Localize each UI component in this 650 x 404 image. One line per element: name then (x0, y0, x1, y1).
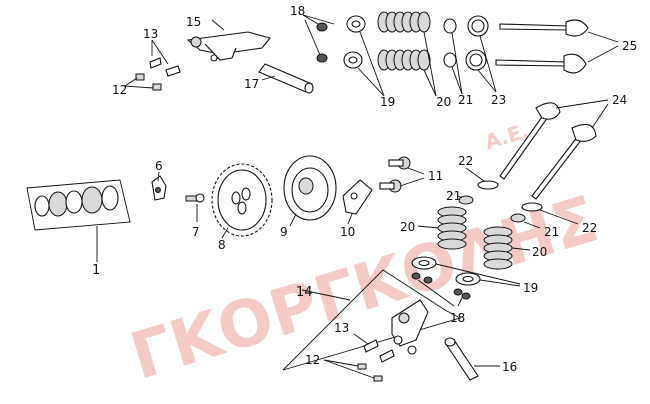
callout-21-a: 21 (446, 189, 461, 203)
callout-18-b: 18 (450, 311, 465, 325)
callout-10: 10 (340, 225, 355, 239)
watermark: ΓΚΟΡΓΚΟΛΗΣ Α.Ε. (123, 118, 607, 394)
callout-12-b: 12 (305, 353, 320, 367)
springs-middle-left (437, 206, 467, 250)
callout-22-a: 22 (458, 154, 473, 168)
callout-23: 23 (491, 93, 506, 107)
callout-labels: 1 6 7 8 9 10 11 12 13 14 15 16 17 18 19 … (92, 4, 637, 374)
cam-sprocket-part (211, 163, 273, 239)
rocker-assembly-lower-part (282, 269, 462, 382)
callout-6: 6 (155, 159, 163, 173)
callout-20-a: 20 (400, 220, 415, 234)
callout-12-top: 12 (112, 83, 127, 97)
callout-21-b: 21 (544, 225, 559, 239)
callout-8: 8 (218, 238, 226, 252)
callout-13-b: 13 (334, 321, 349, 335)
rocker-shaft-lower-part (444, 337, 500, 381)
springs-middle-right (483, 226, 513, 270)
callout-17: 17 (244, 77, 259, 91)
callout-19-b: 19 (523, 281, 538, 295)
bolt-part (185, 193, 205, 222)
callout-15: 15 (186, 15, 201, 29)
valves-24-part (499, 99, 609, 200)
callout-13-top: 13 (143, 27, 158, 41)
callout-21-top: 21 (458, 93, 473, 107)
rocker-shaft-top-part (258, 63, 314, 94)
decompressor-arm-part (151, 171, 167, 201)
valves-top (495, 19, 589, 74)
callout-19-top: 19 (380, 95, 395, 109)
bolts-11-part (379, 156, 425, 193)
callout-20-top: 20 (436, 95, 451, 109)
springs-top (377, 11, 431, 71)
valve-train-middle-part (417, 167, 579, 270)
callout-25: 25 (622, 39, 637, 53)
cam-plate-part (283, 155, 337, 227)
valve-train-top-part (302, 11, 619, 97)
adjust-screws-top-part (124, 39, 181, 91)
callout-20-b: 20 (532, 245, 547, 259)
rocker-arm-top-part (186, 19, 271, 62)
callout-1: 1 (92, 263, 100, 278)
valve-train-lower-part (411, 256, 521, 307)
callout-16: 16 (502, 360, 517, 374)
callout-9: 9 (280, 225, 288, 239)
callout-11: 11 (428, 169, 443, 183)
callout-24: 24 (612, 93, 627, 107)
callout-14: 14 (296, 285, 313, 300)
callout-7: 7 (192, 225, 200, 239)
callout-18-top: 18 (290, 4, 305, 18)
camshaft-part (26, 179, 131, 262)
callout-22-b: 22 (582, 221, 597, 235)
bracket-part (342, 179, 373, 225)
